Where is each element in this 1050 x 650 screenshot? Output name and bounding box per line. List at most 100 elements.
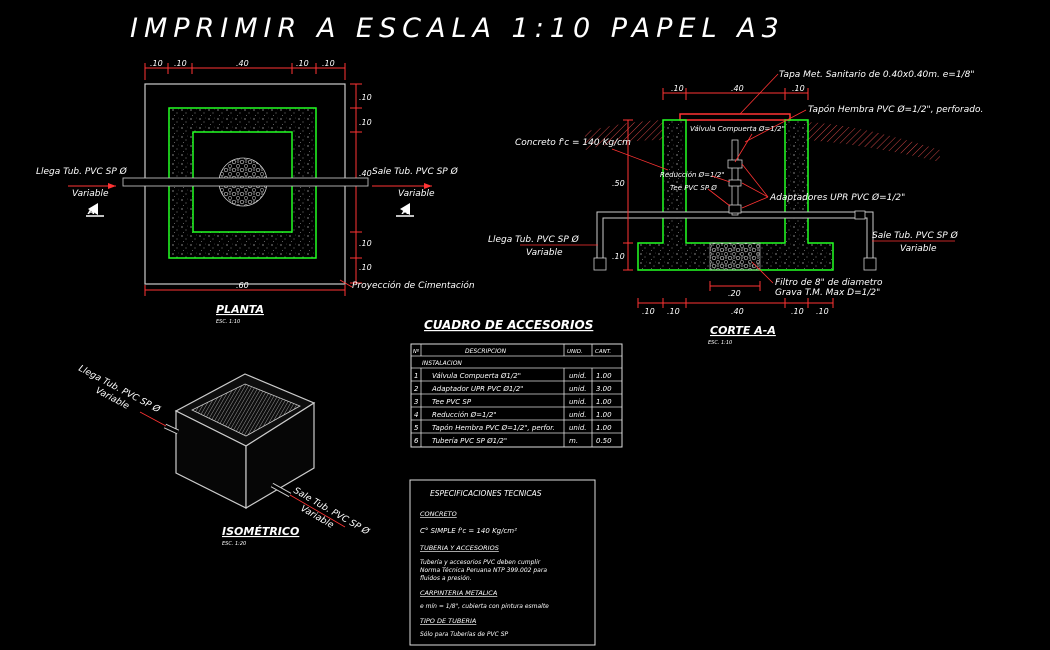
table-row: 1 Válvula Compuerta Ø1/2" unid. 1.00 [414,372,612,380]
planta-dim-right-1: .10 [359,93,372,102]
corte-tee-label: Tee PVC SP Ø [670,184,717,192]
planta-dim-top-1: .10 [150,59,163,68]
sheet-title: IMPRIMIR A ESCALA 1:10 PAPEL A3 [130,13,785,44]
row-2-unid: unid. [569,385,587,393]
row-2-cant: 3.00 [596,385,612,393]
corte-dim-bottom-2: .10 [667,307,680,316]
row-1-n: 1 [414,372,418,380]
table-row: 6 Tubería PVC SP Ø1/2" m. 0.50 [414,437,612,445]
iso-right-face [245,401,315,510]
table-row: 2 Adaptador UPR PVC Ø1/2" unid. 3.00 [414,385,612,393]
planta-dim-bottom: .60 [236,281,249,290]
planta-dim-right-3: .40 [359,169,372,178]
planta-dim-right-5: .10 [359,263,372,272]
planta-section-mark-right: A [401,207,409,217]
planta-wall-concrete [169,108,316,258]
corte-caption: CORTE A-A [710,324,776,337]
accessories-header-unid: UNID. [567,349,583,355]
specs-carpinteria-heading: CARPINTERIA METALICA [420,589,497,597]
row-5-n: 5 [414,424,419,432]
table-row: 4 Reducción Ø=1/2" unid. 1.00 [414,411,612,419]
corte-dim-top-2: .40 [731,84,744,93]
planta-projection-label: Proyección de Cimentación [352,280,475,291]
planta-outlet-label: Sale Tub. PVC SP Ø [372,166,459,177]
row-3-n: 3 [414,398,418,406]
specs-concreto-heading: CONCRETO [420,510,457,518]
row-3-cant: 1.00 [596,398,612,406]
specs-box: ESPECIFICACIONES TECNICAS CONCRETO C° SI… [409,479,596,646]
row-4-desc: Reducción Ø=1/2" [432,411,497,419]
planta-view: .10 .10 .40 .10 .10 .10 .10 .40 .10 .10 … [36,59,475,325]
row-3-desc: Tee PVC SP [432,398,472,406]
corte-terrain-right [808,122,940,162]
corte-view: .10 .40 .10 .50 .10 .20 [488,70,983,346]
specs-carpinteria-text: e mín = 1/8", cubierta con pintura esmal… [420,603,549,610]
iso-top-opening [191,383,301,437]
corte-dim-left-a: .50 [612,179,625,188]
corte-scale: ESC. 1:10 [708,340,732,346]
row-5-cant: 1.00 [596,424,612,432]
iso-caption: ISOMÉTRICO [222,525,299,538]
corte-tapa-label: Tapa Met. Sanitario de 0.40x0.40m. e=1/8… [779,70,974,80]
specs-tuberia-heading: TUBERIA Y ACCESORIOS [420,544,499,552]
corte-inlet-label: Llega Tub. PVC SP Ø [488,234,580,245]
specs-tipo-heading: TIPO DE TUBERIA [420,617,476,625]
corte-inlet-sub: Variable [526,248,563,258]
planta-pipe [122,177,369,187]
corte-dim-filter: .20 [728,289,741,298]
corte-dim-bottom-3: .40 [731,307,744,316]
row-6-cant: 0.50 [596,437,612,445]
specs-concreto-text: C° SIMPLE f'c = 140 Kg/cm² [420,527,517,535]
row-1-desc: Válvula Compuerta Ø1/2" [432,372,521,380]
accessories-section: INSTALACION [422,360,462,367]
corte-filter [709,242,761,271]
corte-dim-bottom-1: .10 [642,307,655,316]
corte-riser [731,139,739,216]
planta-inlet-sub: Variable [72,189,109,199]
specs-tipo-text: Sólo para Tuberías de PVC SP [420,631,509,638]
planta-section-mark-left: A [87,207,95,217]
specs-title: ESPECIFICACIONES TECNICAS [430,489,542,498]
planta-outlet-sub: Variable [398,189,435,199]
planta-dim-top-4: .10 [296,59,309,68]
row-6-unid: m. [569,437,578,445]
corte-filtro-label-1: Filtro de 8" de diametro [775,278,883,288]
row-4-n: 4 [414,411,418,419]
accessories-header-n: Nº [413,349,420,355]
planta-caption: PLANTA [216,303,264,316]
accessories-header-cant: CANT. [595,349,611,355]
corte-tapon-label: Tapón Hembra PVC Ø=1/2", perforado. [808,104,983,115]
planta-scale: ESC. 1:10 [216,319,240,325]
planta-dim-top-2: .10 [174,59,187,68]
corte-concreto-label: Concreto f'c = 140 Kg/cm [515,138,631,148]
accessories-table: CUADRO DE ACCESORIOS Nº DESCRIPCION UNID… [410,318,623,448]
isometrico-view: Llega Tub. PVC SP Ø Variable Sale Tub. P… [77,363,372,547]
row-5-desc: Tapón Hembra PVC Ø=1/2", perfor. [432,424,555,432]
corte-outlet-label: Sale Tub. PVC SP Ø [872,230,959,241]
planta-inlet-label: Llega Tub. PVC SP Ø [36,166,128,177]
planta-dim-right-2: .10 [359,118,372,127]
specs-tuberia-line-1: Tubería y accesorios PVC deben cumplir [420,559,541,566]
row-4-cant: 1.00 [596,411,612,419]
corte-dim-left-b: .10 [612,252,625,261]
row-5-unid: unid. [569,424,587,432]
iso-scale: ESC. 1:20 [222,541,246,547]
corte-valvula-label: Válvula Compuerta Ø=1/2" [690,125,785,133]
planta-dim-right-4: .10 [359,239,372,248]
row-4-unid: unid. [569,411,587,419]
row-3-unid: unid. [569,398,587,406]
corte-adaptador-label: Adaptadores UPR PVC Ø=1/2" [769,192,905,203]
corte-walls [637,119,834,271]
corte-reduccion-label: Reducción Ø=1/2" [660,171,725,179]
row-6-desc: Tubería PVC SP Ø1/2" [432,437,507,445]
corte-terrain-left [585,120,663,150]
row-1-cant: 1.00 [596,372,612,380]
specs-tuberia-line-2: Norma Técnica Peruana NTP 399.002 para [420,567,547,574]
corte-dim-top-3: .10 [792,84,805,93]
accessories-title: CUADRO DE ACCESORIOS [424,318,593,332]
row-2-n: 2 [414,385,419,393]
corte-filtro-label-2: Grava T.M. Max D=1/2" [775,288,880,298]
planta-dim-top-5: .10 [322,59,335,68]
corte-dim-top-1: .10 [671,84,684,93]
